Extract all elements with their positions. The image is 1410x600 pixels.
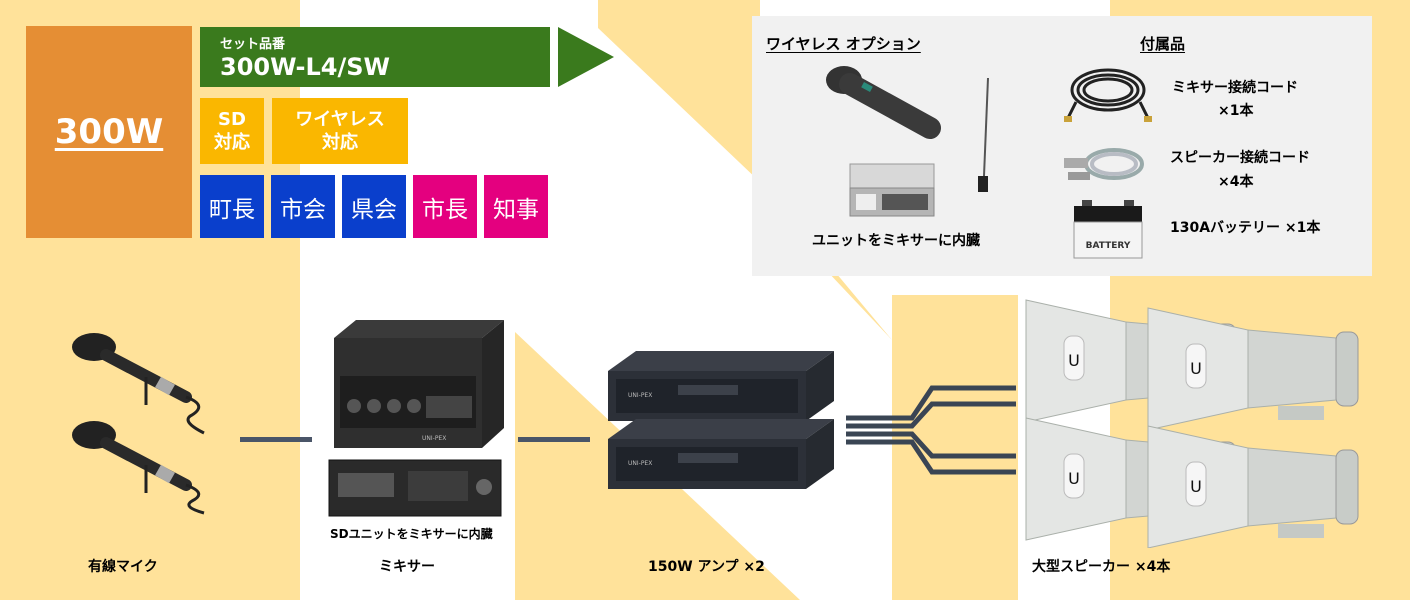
wireless-tag-line2: 対応	[322, 132, 358, 153]
antenna-icon	[978, 77, 989, 192]
power-rating: 300W	[54, 112, 164, 152]
sd-support-tag: SD 対応	[200, 98, 264, 164]
arrow-right-icon	[558, 27, 614, 87]
wired-microphones-icon	[72, 333, 205, 515]
sd-unit-caption: SDユニットをミキサーに内臓	[330, 527, 493, 541]
speaker-bottom-right	[1147, 425, 1359, 548]
sd-tag-line2: 対応	[214, 132, 250, 153]
amplifier-upper: UNI-PEX	[608, 351, 834, 421]
mixer-cord-icon	[1064, 68, 1152, 122]
sd-unit-icon	[328, 459, 502, 517]
amp-lower-brand: UNI-PEX	[628, 460, 652, 467]
mixer-caption: ミキサー	[379, 559, 435, 575]
wireless-unit-icon	[849, 163, 935, 217]
mixer-brand-label: UNI-PEX	[422, 435, 446, 442]
wireless-tag-line1: ワイヤレス	[295, 109, 385, 130]
battery-label: BATTERY	[1086, 241, 1131, 251]
speaker-caption: 大型スピーカー ×4本	[1032, 559, 1171, 575]
options-panel	[752, 16, 1372, 276]
wireless-option-title: ワイヤレス オプション	[766, 35, 921, 53]
badge-shichou: 市長	[413, 175, 477, 238]
power-rating-box: 300W	[26, 26, 192, 238]
accessories-title: 付属品	[1140, 35, 1186, 53]
mic-mixer-connection	[240, 437, 312, 442]
badge-shikai: 市会	[271, 175, 335, 238]
wireless-microphone-icon	[826, 66, 941, 139]
set-number-banner: セット品番 300W-L4/SW	[200, 27, 550, 87]
mixer-cord-name: ミキサー接続コード	[1172, 80, 1298, 96]
amp-caption: 150W アンプ ×2	[648, 559, 765, 575]
wireless-support-tag: ワイヤレス 対応	[272, 98, 408, 164]
wired-mic-upper	[72, 333, 205, 435]
speaker-cord-name: スピーカー接続コード	[1170, 150, 1310, 166]
speaker-top-right	[1147, 307, 1359, 431]
mic-caption: 有線マイク	[88, 559, 158, 575]
sd-tag-line1: SD	[218, 109, 246, 130]
wired-mic-lower	[72, 421, 205, 515]
badge-chiji: 知事	[484, 175, 548, 238]
speaker-cord-icon	[1064, 148, 1144, 180]
badge-chouchou: 町長	[200, 175, 264, 238]
set-number-label: セット品番	[220, 37, 286, 52]
mixer-cord-qty: ×1本	[1218, 103, 1254, 119]
amplifiers-icon: UNI-PEX UNI-PEX	[608, 351, 834, 489]
badge-kenkai: 県会	[342, 175, 406, 238]
speaker-cord-qty: ×4本	[1218, 174, 1254, 190]
amp-upper-brand: UNI-PEX	[628, 392, 652, 399]
amplifier-lower: UNI-PEX	[608, 419, 834, 489]
mixer-icon: UNI-PEX	[334, 320, 504, 448]
battery-name: 130Aバッテリー ×1本	[1170, 220, 1321, 236]
battery-icon: BATTERY	[1073, 200, 1143, 259]
horn-speakers-icon: U	[1025, 299, 1359, 548]
speaker-wiring-lines	[846, 385, 1016, 475]
wireless-unit-caption: ユニットをミキサーに内臓	[812, 233, 980, 249]
mixer-amp-connection	[518, 437, 590, 442]
set-number-code: 300W-L4/SW	[220, 53, 390, 81]
